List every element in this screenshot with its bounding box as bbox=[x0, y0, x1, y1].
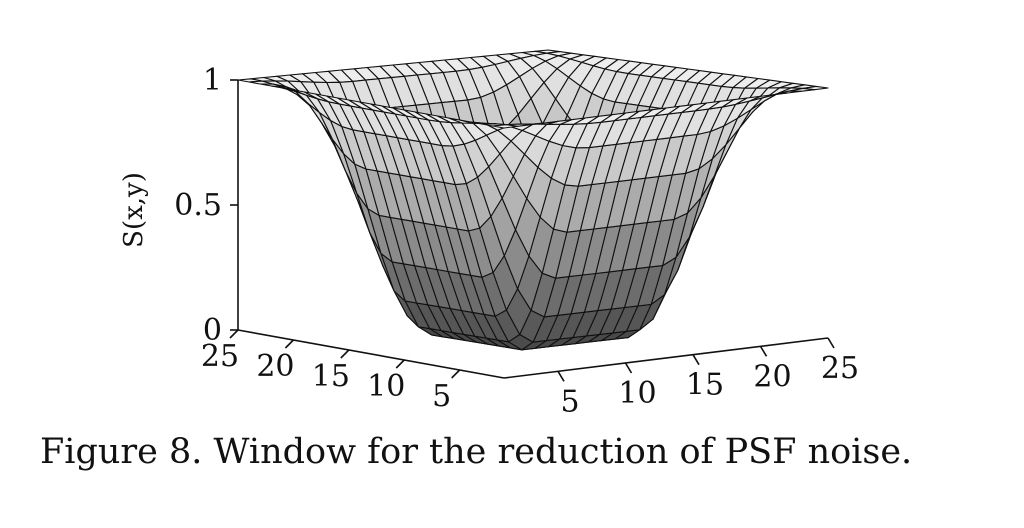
x-tick-label: 25 bbox=[821, 351, 859, 386]
x-tick-mark bbox=[557, 370, 565, 382]
axis-tick-labels: 1 0.5 0 S(x,y) 5 10 15 20 25 25 20 15 10 5 bbox=[119, 63, 859, 419]
figure-caption: Figure 8. Window for the reduction of PS… bbox=[40, 432, 913, 472]
y-tick-mark bbox=[451, 369, 461, 379]
y-tick-mark bbox=[340, 349, 350, 359]
x-tick-mark bbox=[624, 362, 633, 374]
x-tick-label: 20 bbox=[753, 359, 791, 394]
y-tick-label: 25 bbox=[201, 339, 239, 374]
x-tick-mark bbox=[692, 354, 700, 366]
y-tick-label: 20 bbox=[256, 349, 294, 384]
y-tick-label: 10 bbox=[367, 369, 405, 404]
z-tick-label: 0 bbox=[203, 313, 222, 348]
x-tick-label: 5 bbox=[560, 384, 579, 419]
x-tick-mark bbox=[827, 337, 835, 349]
y-tick-mark bbox=[229, 329, 239, 339]
y-tick-label: 5 bbox=[432, 379, 451, 414]
y-tick-label: 15 bbox=[312, 359, 350, 394]
z-tick-label: 0.5 bbox=[174, 188, 222, 223]
x-tick-label: 15 bbox=[686, 368, 724, 403]
surface-patch bbox=[492, 124, 519, 129]
x-tick-label: 10 bbox=[618, 376, 656, 411]
y-tick-mark bbox=[395, 359, 405, 369]
y-tick-mark bbox=[284, 339, 294, 349]
z-axis-label: S(x,y) bbox=[119, 172, 149, 248]
surface-mesh bbox=[237, 49, 829, 351]
x-tick-mark bbox=[759, 345, 768, 357]
z-tick-label: 1 bbox=[203, 63, 222, 98]
chart-axes bbox=[229, 79, 835, 382]
